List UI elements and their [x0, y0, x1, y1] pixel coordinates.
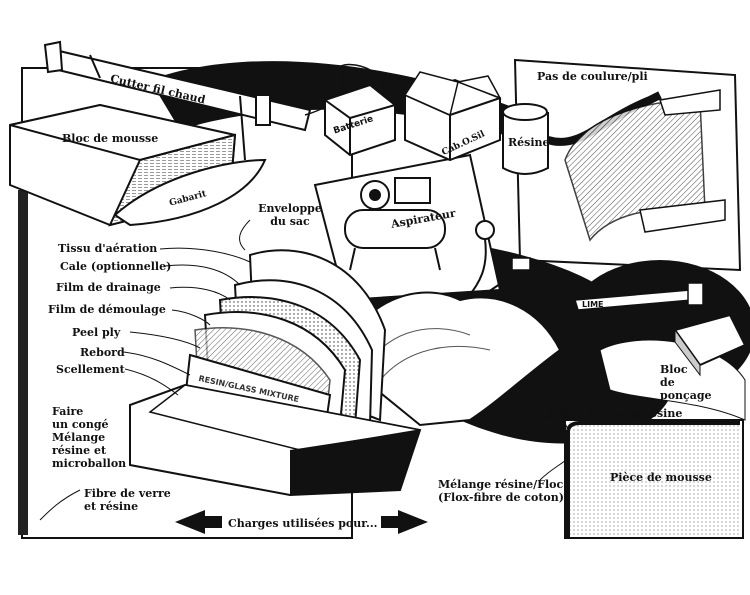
label-conge: Faire un congé Mélange résine et microba…	[52, 405, 132, 470]
label-enveloppe: Enveloppe du sac	[255, 202, 325, 228]
label-bloc-mousse: Bloc de mousse	[62, 132, 159, 145]
label-fibre-verre-right: Fibre de verre/Résine	[550, 407, 683, 420]
label-conge-text: Faire un congé Mélange résine et microba…	[52, 405, 127, 470]
resin-can	[502, 91, 662, 175]
label-melange-floc: Mélange résine/Floc (Flox-fibre de coton…	[438, 478, 578, 504]
leader-lines	[39, 219, 569, 521]
label-pas-coulure: Pas de coulure/pli	[537, 70, 648, 83]
template-gabarit	[113, 158, 267, 227]
file-tool	[574, 282, 704, 311]
label-film-drainage: Film de drainage	[56, 281, 161, 294]
cabosil-box	[403, 71, 502, 162]
label-peel-ply: Peel ply	[72, 326, 121, 339]
charges-arrows	[175, 510, 428, 534]
label-scellement: Scellement	[56, 363, 125, 376]
label-rebord: Rebord	[80, 346, 125, 359]
label-bloc-poncage: Bloc de ponçage	[660, 363, 720, 402]
label-bloc-poncage-text: Bloc de ponçage	[660, 363, 712, 402]
sanding-block	[673, 313, 747, 377]
mold-box	[129, 383, 422, 497]
label-cale: Cale (optionnelle)	[60, 260, 172, 273]
label-piece-mousse: Pièce de mousse	[610, 471, 712, 484]
cured-ply-illustration	[564, 89, 726, 242]
label-melange-floc-text: Mélange résine/Floc (Flox-fibre de coton…	[438, 478, 564, 504]
label-resine: Résine	[508, 136, 550, 149]
label-fibre-verre-left: Fibre de verre et résine	[84, 487, 174, 513]
label-charges: Charges utilisées pour...	[228, 517, 378, 530]
label-lime: LIME	[582, 300, 604, 309]
battery	[324, 80, 396, 157]
label-fibre-verre-left-text: Fibre de verre et résine	[84, 487, 171, 513]
label-film-demoulage: Film de démoulage	[48, 303, 166, 316]
label-tissu-aeration: Tissu d'aération	[58, 242, 158, 255]
hot-wire-cutter	[43, 40, 386, 161]
label-enveloppe-text: Enveloppe du sac	[258, 202, 322, 228]
